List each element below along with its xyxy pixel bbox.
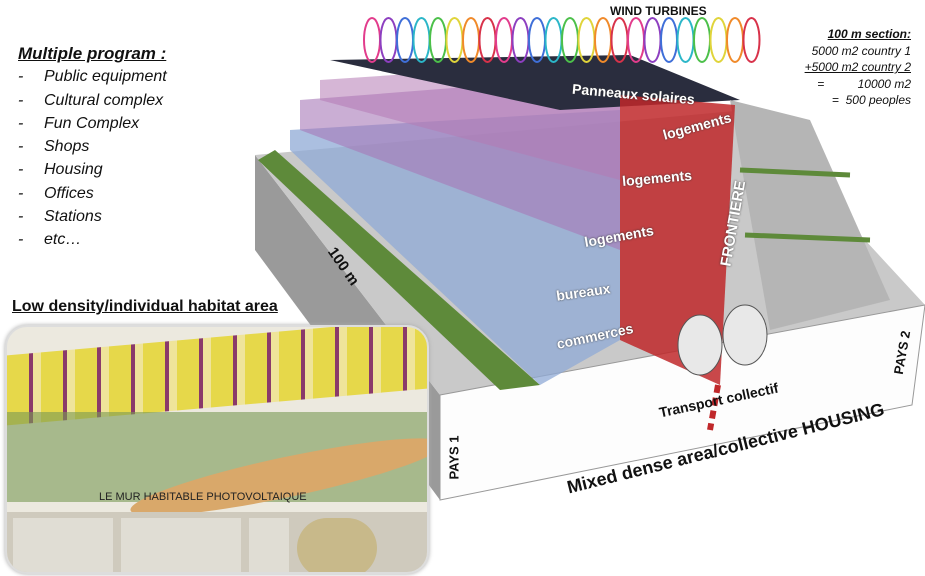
low-density-title: Low density/individual habitat area [12, 298, 278, 315]
bullet-dash: - [18, 184, 24, 202]
thumbnail [121, 518, 241, 572]
wall-caption: LE MUR HABITABLE PHOTOVOLTAIQUE [99, 491, 307, 503]
grass-strip [739, 167, 851, 178]
train-1 [677, 314, 723, 376]
wind-turbine [363, 17, 381, 63]
wind-turbine [544, 17, 563, 63]
low-density-sketch: LE MUR HABITABLE PHOTOVOLTAIQUE [5, 325, 429, 574]
wind-turbine [462, 17, 480, 63]
wind-turbine [478, 17, 497, 63]
roof-solar-panels [330, 55, 740, 110]
thumbnail-strip [7, 512, 427, 572]
section-line: +5000 m2 country 2 [804, 60, 911, 74]
wind-turbine [676, 17, 695, 63]
section-stats: 100 m section: 5000 m2 country 1 +5000 m… [805, 26, 911, 109]
thumbnail [13, 518, 113, 572]
grass-strip [744, 232, 871, 243]
wind-turbine [412, 17, 431, 63]
wind-turbine [396, 17, 414, 63]
frontier-dashed-line [707, 384, 721, 431]
bullet-dash: - [18, 91, 24, 109]
frontier-plane [620, 95, 735, 385]
thumbnail [249, 518, 289, 572]
wind-turbine [627, 17, 645, 63]
program-item-label: Cultural complex [44, 91, 164, 109]
bullet-dash: - [18, 138, 24, 156]
program-item: - Fun Complex [18, 112, 167, 135]
bullet-dash: - [18, 208, 24, 226]
wind-turbine [742, 17, 761, 63]
program-item: - Public equipment [18, 65, 167, 88]
train-2 [722, 304, 768, 366]
wind-turbine [528, 17, 546, 63]
program-list: Multiple program : - Public equipment - Cul… [18, 42, 167, 252]
program-item-label: Stations [44, 208, 102, 226]
program-item-label: Housing [44, 161, 103, 179]
wind-turbine [643, 17, 662, 63]
bullet-dash: - [18, 68, 24, 86]
wind-turbine [594, 17, 612, 63]
habitable-wall [7, 327, 427, 426]
wind-turbines-label: WIND TURBINES [610, 4, 707, 18]
bullet-dash: - [18, 114, 24, 132]
wind-turbine [379, 17, 398, 63]
wind-turbine [709, 17, 728, 63]
thumbnail [297, 518, 377, 572]
section-line: = 10000 m2 [817, 76, 911, 91]
program-item-label: Offices [44, 184, 94, 202]
terrace-right [730, 100, 890, 330]
program-item: - Housing [18, 158, 167, 181]
program-item: - etc… [18, 228, 167, 251]
section-title: 100 m section: [827, 27, 911, 41]
wind-turbine [511, 17, 530, 63]
bullet-dash: - [18, 161, 24, 179]
terrace-grass-1 [258, 150, 540, 390]
section-line: = 500 peoples [831, 93, 911, 107]
wind-turbine [561, 17, 579, 63]
wind-turbine [577, 17, 596, 63]
bullet-dash: - [18, 231, 24, 249]
section-line: 5000 m2 country 1 [811, 43, 911, 58]
label-pays-1: PAYS 1 [446, 435, 462, 480]
program-item-label: etc… [44, 231, 82, 249]
program-item-label: Public equipment [44, 68, 167, 86]
wind-turbines [363, 17, 761, 63]
program-item: - Offices [18, 182, 167, 205]
program-item-label: Shops [44, 138, 90, 156]
program-title: Multiple program : [18, 44, 167, 63]
program-item: - Cultural complex [18, 89, 167, 112]
wind-turbine [429, 17, 447, 63]
wind-turbine [495, 17, 513, 63]
program-item: - Stations [18, 205, 167, 228]
wind-turbine [726, 17, 744, 63]
program-item-label: Fun Complex [44, 114, 140, 132]
wind-turbine [445, 17, 464, 63]
program-item: - Shops [18, 135, 167, 158]
wind-turbine [693, 17, 711, 63]
wind-turbine [660, 17, 678, 63]
